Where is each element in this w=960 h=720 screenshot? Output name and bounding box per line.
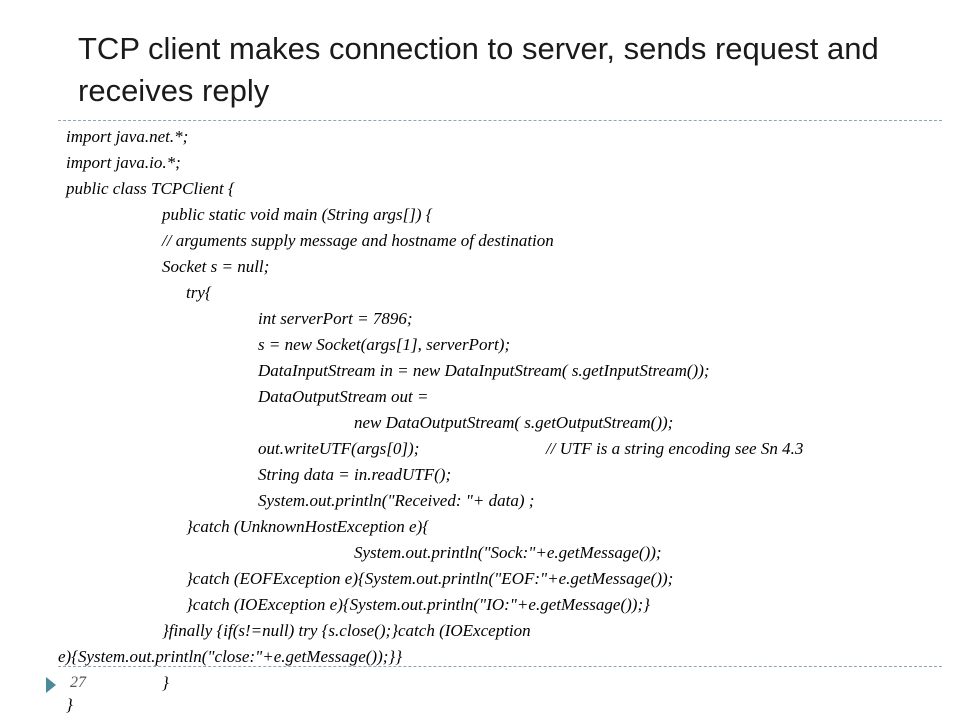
triangle-bullet-icon [46, 677, 56, 693]
code-comment: // arguments supply message and hostname… [162, 231, 554, 250]
code-line: out.writeUTF(args[0]); [258, 439, 420, 458]
code-line: } [66, 695, 73, 714]
code-line: }catch (EOFException e){System.out.print… [186, 569, 674, 588]
slide-title: TCP client makes connection to server, s… [78, 31, 879, 108]
code-line: public static void main (String args[]) … [162, 205, 433, 224]
code-line: new DataOutputStream( s.getOutputStream(… [354, 413, 674, 432]
code-line: Socket s = null; [162, 257, 270, 276]
code-line: DataInputStream in = new DataInputStream… [258, 361, 710, 380]
code-line: }finally {if(s!=null) try {s.close();}ca… [162, 621, 531, 640]
page-number: 27 [70, 674, 86, 691]
code-line: }catch (IOException e){System.out.printl… [186, 595, 650, 614]
code-line: try{ [186, 283, 212, 302]
code-line: System.out.println("Sock:"+e.getMessage(… [354, 543, 662, 562]
code-line: int serverPort = 7896; [258, 309, 413, 328]
code-line: import java.io.*; [66, 153, 181, 172]
footer-divider [58, 666, 942, 667]
code-line: s = new Socket(args[1], serverPort); [258, 335, 511, 354]
code-line: e){System.out.println("close:"+e.getMess… [58, 647, 403, 666]
code-line: public class TCPClient { [66, 179, 235, 198]
title-divider [58, 120, 942, 121]
code-line: System.out.println("Received: "+ data) ; [258, 491, 535, 510]
code-line: DataOutputStream out = [258, 387, 429, 406]
code-line: }catch (UnknownHostException e){ [186, 517, 430, 536]
code-line: } [162, 673, 169, 692]
code-line: String data = in.readUTF(); [258, 465, 452, 484]
code-line: import java.net.*; [66, 127, 189, 146]
code-comment: // UTF is a string encoding see Sn 4.3 [546, 439, 804, 458]
